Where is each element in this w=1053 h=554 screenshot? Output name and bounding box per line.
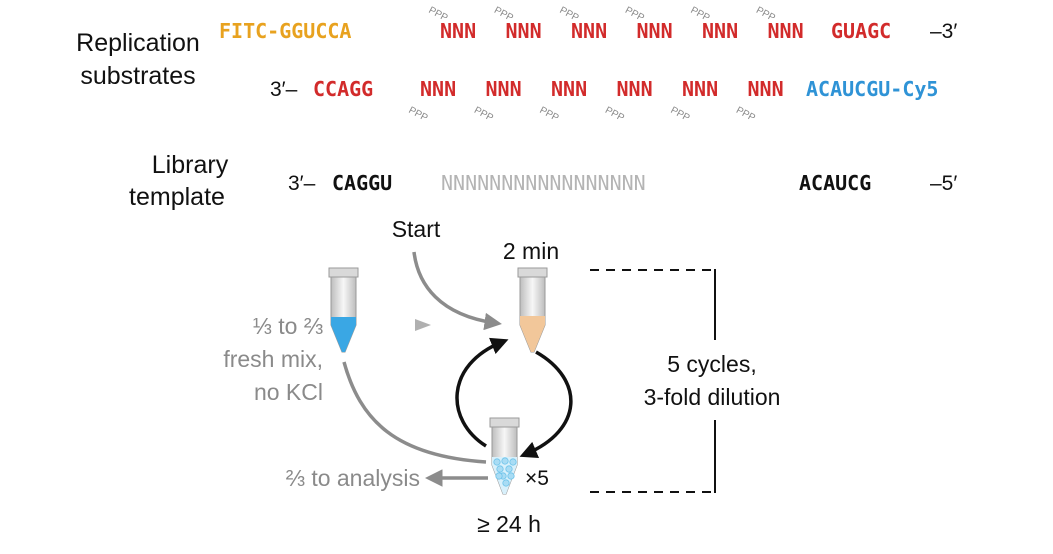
library-template-label: Library template <box>129 151 229 211</box>
fresh-label-line3: no KCl <box>254 379 323 405</box>
bottom-nnn-blocks: NNN PPP NNN PPP NNN PPP NNN PPP NNN PPP NNN PPP <box>407 77 784 124</box>
tube-2min-icon <box>517 267 548 353</box>
triphosphate-marker: PPP <box>472 105 495 124</box>
fresh-label-line2: fresh mix, <box>223 346 323 372</box>
times-five-label: ×5 <box>525 467 549 490</box>
cycles-bracket <box>590 269 716 493</box>
triphosphate-marker: PPP <box>734 105 757 124</box>
top-strand-sequence: FITC-GGUCCA <box>219 19 351 43</box>
template-prefix: CAGGU <box>332 171 392 195</box>
triphosphate-marker: PPP <box>538 105 561 124</box>
nnn-block: NNN <box>768 19 804 43</box>
triphosphate-marker: PPP <box>603 105 626 124</box>
nnn-block: NNN <box>637 19 673 43</box>
cycles-label-line2: 3-fold dilution <box>644 384 781 410</box>
fresh-mix-arrow-head <box>415 319 431 331</box>
template-three-prime: 3′– <box>288 172 316 195</box>
nnn-block: NNN <box>506 19 542 43</box>
nnn-block: NNN <box>420 77 456 101</box>
nnn-block: NNN <box>748 77 784 101</box>
top-three-prime: –3′ <box>930 20 957 43</box>
template-five-prime: –5′ <box>930 172 957 195</box>
replication-label-line1: Replication <box>76 29 200 57</box>
bottom-prefix: CCAGG <box>313 77 373 101</box>
start-label: Start <box>392 216 441 242</box>
cy5-suffix: ACAUCGU-Cy5 <box>806 77 938 101</box>
top-strand: FITC-GGUCCA NNNPPPNNNPPPNNNPPPNNNPPPNNNP… <box>219 5 957 43</box>
nnn-block: NNN <box>440 19 476 43</box>
fresh-mix-label: ⅓ to ⅔ fresh mix, no KCl <box>223 313 323 405</box>
nnn-block: NNN <box>486 77 522 101</box>
fresh-label-line1: ⅓ to ⅔ <box>253 313 323 339</box>
cycle-arrow-right <box>519 350 573 458</box>
cycle-arrow-left <box>455 337 509 448</box>
nnn-block: NNN <box>702 19 738 43</box>
bottom-three-prime: 3′– <box>270 78 298 101</box>
template-suffix: ACAUCG <box>799 171 871 195</box>
cycles-label-line1: 5 cycles, <box>667 351 756 377</box>
h24-label: ≥ 24 h <box>477 511 541 537</box>
nnn-block: NNN <box>682 77 718 101</box>
bottom-strand: 3′– CCAGG NNN PPP NNN PPP NNN PPP NNN PPP NNN PPP… <box>270 77 938 124</box>
triphosphate-marker: PPP <box>407 105 430 124</box>
library-label-line1: Library <box>152 151 229 179</box>
start-arrow <box>412 251 502 331</box>
nnn-block: NNN <box>571 19 607 43</box>
top-suffix: GUAGC <box>831 19 891 43</box>
triphosphate-marker: PPP <box>669 105 692 124</box>
replication-substrates-label: Replication substrates <box>76 29 200 90</box>
bead-cluster-icon <box>493 457 517 487</box>
top-prefix: GGUCCA <box>279 19 351 43</box>
nnn-block: NNN <box>551 77 587 101</box>
replication-label-line2: substrates <box>80 62 195 90</box>
two-min-label: 2 min <box>503 238 559 264</box>
fresh-to-analysis-curve <box>342 361 487 464</box>
tube-fresh-mix-icon <box>328 267 359 353</box>
nnn-block: NNN <box>617 77 653 101</box>
analysis-label: ⅔ to analysis <box>286 465 420 491</box>
library-label-line2: template <box>129 183 225 211</box>
template-strand: 3′– CAGGU NNNNNNNNNNNNNNNNN ACAUCG –5′ <box>288 171 957 195</box>
template-random: NNNNNNNNNNNNNNNNN <box>441 171 646 195</box>
fitc-label: FITC- <box>219 19 279 43</box>
